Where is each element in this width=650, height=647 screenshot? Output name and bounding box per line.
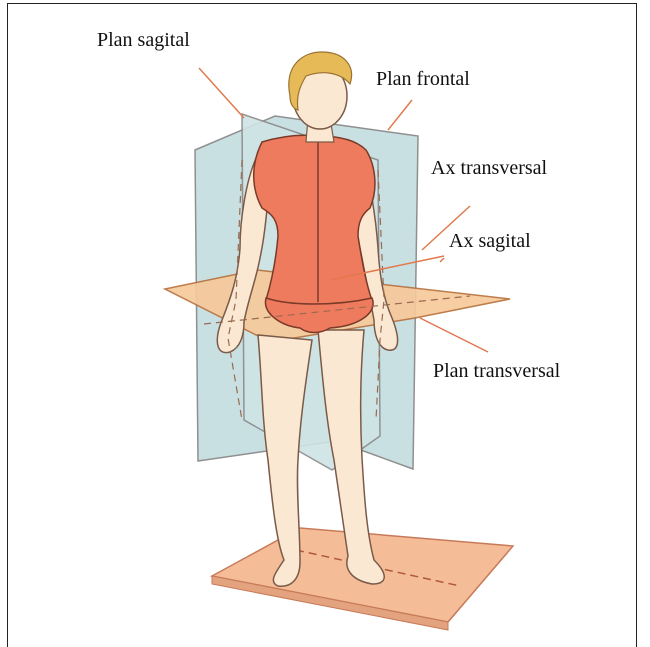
label-ax-sagital: Ax sagital (449, 230, 531, 253)
label-plan-transversal: Plan transversal (433, 360, 560, 383)
label-ax-transversal: Ax transversal (431, 157, 547, 180)
leader-plan-frontal (388, 100, 412, 130)
leader-ax-sagital (440, 258, 444, 262)
leader-plan-transversal (420, 318, 488, 352)
leader-plan-sagital (199, 68, 244, 118)
label-plan-frontal: Plan frontal (376, 68, 470, 91)
label-plan-sagital: Plan sagital (97, 29, 190, 52)
